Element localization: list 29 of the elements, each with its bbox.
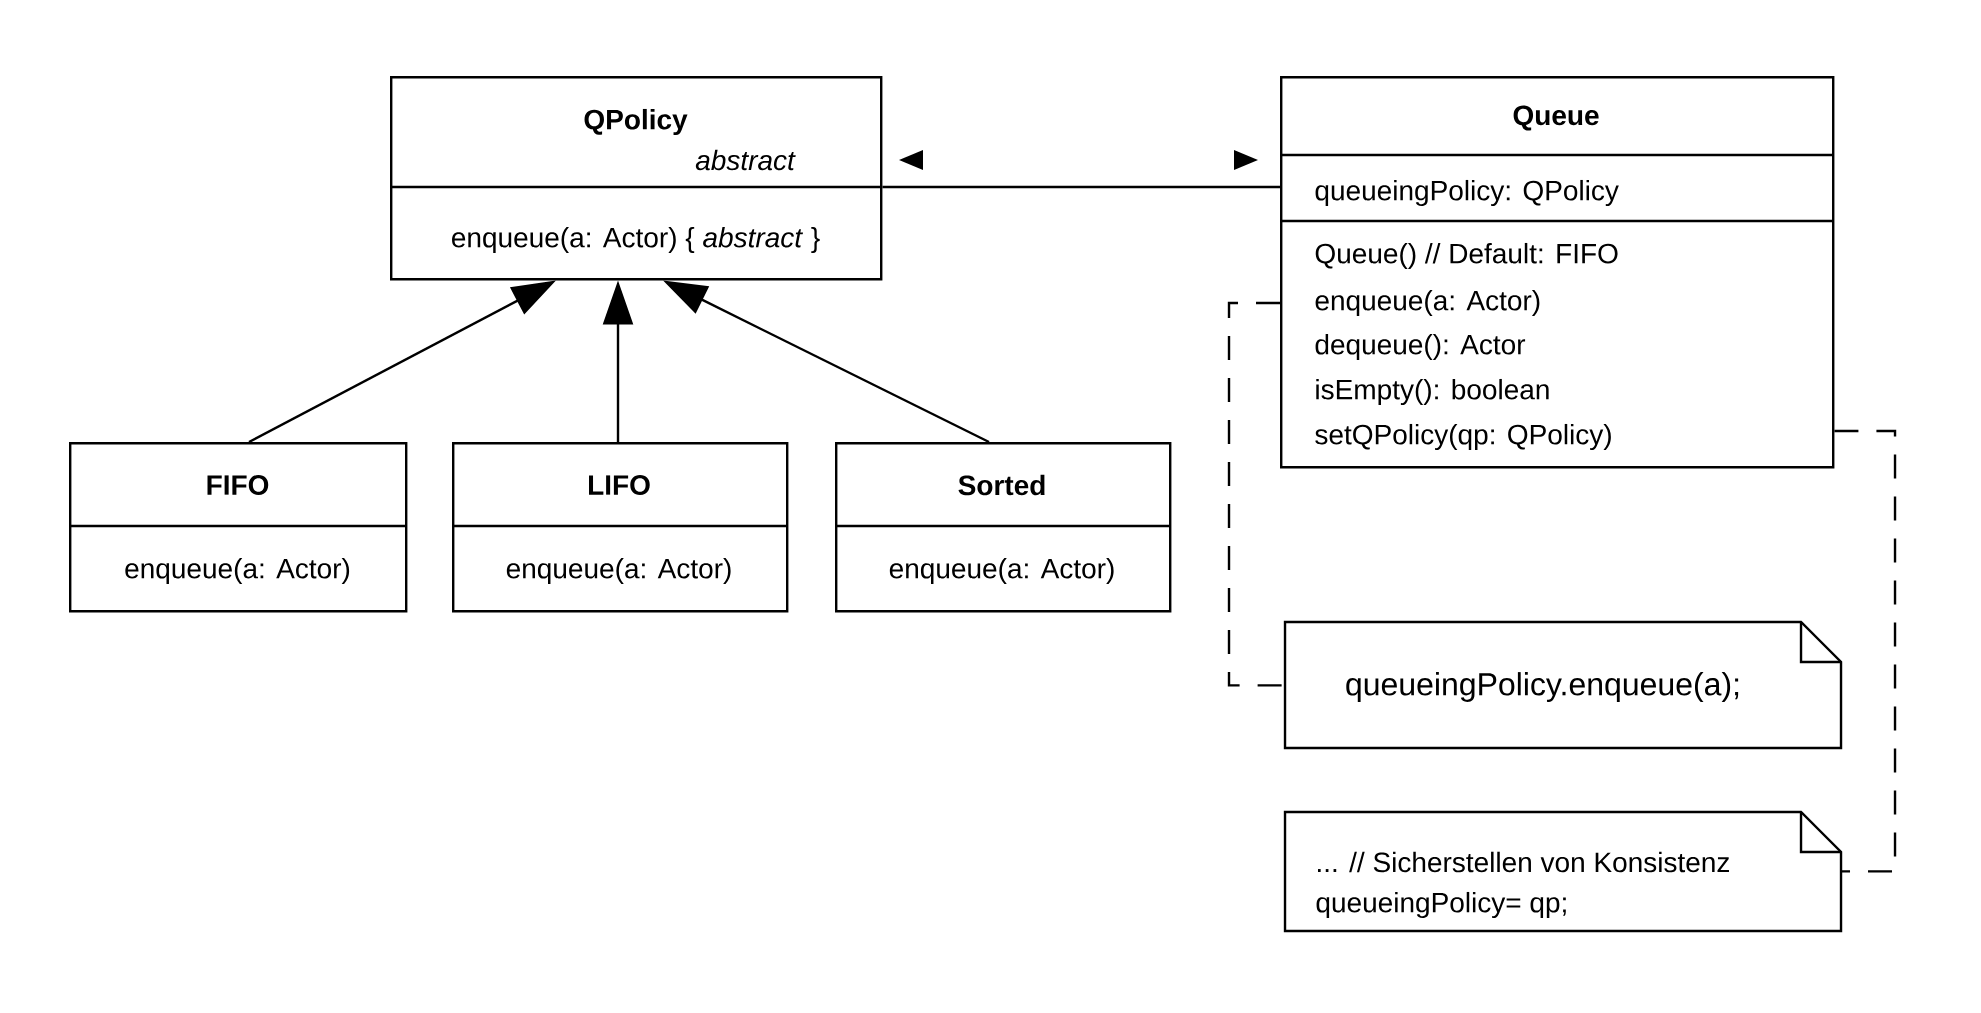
class-name: FIFO [207, 475, 269, 495]
class-box [835, 442, 1172, 613]
class-name: Sorted [958, 474, 1045, 496]
class-box [1280, 76, 1835, 469]
operation-text: Queue() // Default: FIFO [1315, 242, 1618, 270]
code-text: queueingPolicy.enqueue(a); [1346, 672, 1739, 702]
attribute-text: queueingPolicy: QPolicy [1315, 179, 1619, 207]
operation-text: enqueue(a: Actor) [125, 557, 350, 585]
leader-line [1227, 301, 1285, 687]
stereotype-text: abstract [695, 149, 796, 171]
note [1283, 810, 1843, 933]
operation-text: setQPolicy(qp: QPolicy) [1315, 423, 1611, 451]
class-name: QPolicy [584, 108, 688, 136]
note [1283, 620, 1843, 750]
operation-text: enqueue(a: Actor) [889, 557, 1114, 585]
operation-text: isEmpty(): boolean [1316, 378, 1549, 406]
code-text: queueingPolicy= qp; [1316, 891, 1566, 919]
leader-line [1834, 429, 1897, 873]
class-box [69, 442, 408, 613]
operation-text: enqueue(a: Actor) [1315, 289, 1540, 317]
association-line [882, 185, 1280, 189]
operation-text: enqueue(a: Actor) { abstract } [452, 226, 820, 254]
code-text: ... // Sicherstellen von Konsistenz [1318, 851, 1729, 873]
class-box [452, 442, 789, 613]
class-box [390, 76, 883, 281]
class-name: LIFO [589, 475, 650, 495]
operation-text: enqueue(a: Actor) [506, 557, 731, 585]
operation-text: dequeue(): Actor [1315, 333, 1526, 361]
class-name: Queue [1513, 105, 1599, 131]
